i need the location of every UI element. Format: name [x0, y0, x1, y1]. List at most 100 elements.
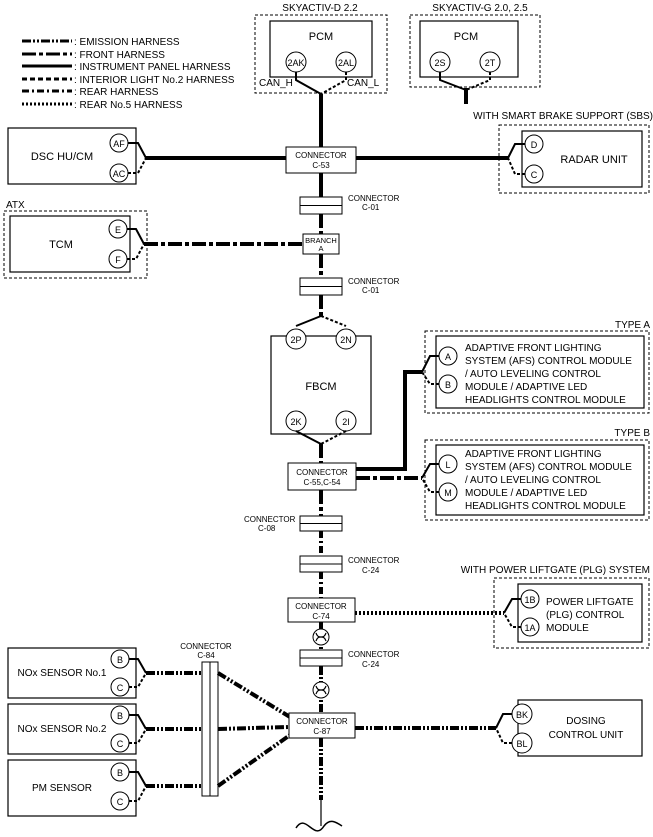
afs-b-line3: / AUTO LEVELING CONTROL [465, 475, 601, 486]
dsc-canl-wire [128, 157, 147, 174]
type-b-label: TYPE B [614, 428, 650, 439]
legend-rear5: : REAR No.5 HARNESS [74, 100, 183, 111]
dsc-canh-wire [128, 142, 147, 159]
pcm-diesel-canh-wire [295, 72, 322, 95]
wire-c55-afs-a [356, 370, 422, 471]
nox1-canl-wire [129, 672, 147, 688]
afs-module-a-box [435, 335, 645, 409]
plg-frame [493, 577, 650, 649]
pin-1a-label: 1A [524, 623, 535, 633]
pin-m-label: M [444, 488, 452, 498]
afs-a-canh-wire [421, 355, 439, 373]
connector-c01-upper-title: CONNECTOR [348, 194, 400, 203]
skyactiv-g-label: SKYACTIV-G 2.0, 2.5 [432, 3, 528, 14]
nox2-canl-wire [129, 728, 147, 744]
legend-emission: : EMISSION HARNESS [74, 37, 180, 48]
pin-2p-label: 2P [290, 335, 301, 345]
fbcm-top-canh-wire [295, 315, 322, 327]
fbcm-bottom-canh-wire [295, 430, 322, 445]
type-a-frame [424, 330, 650, 414]
plg-canl-wire [503, 612, 521, 628]
legend-interior: : INTERIOR LIGHT No.2 HARNESS [74, 75, 235, 86]
fbcm-top-canl-wire [320, 315, 347, 327]
pin-l-label: L [445, 460, 450, 470]
pin-2n [335, 328, 357, 350]
pm-canl-wire [129, 785, 147, 802]
type-a-label: TYPE A [615, 320, 650, 331]
pin-nox2-c-label: C [117, 739, 124, 749]
connector-c01-lower-number: C-01 [362, 286, 380, 295]
fbcm-label: FBCM [305, 381, 336, 393]
connector-c55-title: CONNECTOR [296, 468, 348, 477]
legend-rear: : REAR HARNESS [74, 87, 159, 98]
pin-2n-label: 2N [340, 335, 352, 345]
connector-c74-number: C-74 [312, 612, 330, 621]
plg-module-box [517, 583, 643, 643]
pcm-gasoline-label: PCM [454, 31, 478, 43]
nox-sensor-2-label: NOx SENSOR No.2 [18, 724, 107, 735]
plg-variant-label: WITH POWER LIFTGATE (PLG) SYSTEM [461, 565, 650, 576]
dosing-unit-box [517, 699, 643, 757]
afs-a-line3: / AUTO LEVELING CONTROL [465, 369, 601, 380]
connector-c24-lower-title: CONNECTOR [348, 650, 400, 659]
pin-bk-label: BK [516, 710, 528, 720]
pin-2s-label: 2S [434, 58, 445, 68]
connector-c08-number: C-08 [258, 524, 276, 533]
connector-c53-number: C-53 [312, 161, 330, 170]
connector-c87-number: C-87 [313, 727, 331, 736]
legend-instrument: : INSTRUMENT PANEL HARNESS [74, 62, 231, 73]
pin-2t-label: 2T [485, 58, 496, 68]
nox1-canh-wire [129, 658, 147, 674]
wire-c84-c87-nox2 [217, 725, 290, 731]
wire-c84-c87-pm [216, 733, 292, 788]
afs-b-line5: HEADLIGHTS CONTROL MODULE [465, 501, 626, 512]
pin-pm-c-label: C [117, 797, 124, 807]
atx-label: ATX [6, 200, 25, 211]
afs-a-line4: MODULE / ADAPTIVE LED [465, 382, 587, 393]
plg-canh-wire [503, 598, 521, 614]
connector-c53 [285, 146, 357, 174]
connector-c24-upper-title: CONNECTOR [348, 556, 400, 565]
plg-line3: MODULE [546, 623, 589, 634]
nox-sensor-1-label: NOx SENSOR No.1 [18, 668, 107, 679]
dosing-canl-wire [495, 727, 512, 744]
dosing-canh-wire [495, 713, 512, 729]
wire-c84-c87-nox1 [216, 671, 292, 719]
pcm-diesel-canl-wire [320, 72, 347, 95]
pin-a-label: A [445, 352, 451, 362]
branch-a-title: BRANCH [305, 236, 337, 245]
pin-ac-label: AC [113, 169, 126, 179]
connector-c87-title: CONNECTOR [296, 717, 348, 726]
connector-c87 [288, 712, 356, 739]
pcm-gasoline-box [419, 20, 519, 78]
pin-nox1-b-label: B [117, 655, 123, 665]
pin-f-label: F [115, 255, 121, 265]
twisted-pair-glyph [315, 685, 327, 695]
branch-a-name: A [318, 244, 323, 253]
pin-d-label: D [531, 140, 538, 150]
twisted-pair-glyph [315, 632, 327, 642]
radar-unit-label: RADAR UNIT [560, 154, 628, 166]
pin-bl-label: BL [516, 739, 527, 749]
connector-c84-number: C-84 [197, 651, 215, 660]
afs-b-line4: MODULE / ADAPTIVE LED [465, 488, 587, 499]
connector-c24-lower-number: C-24 [362, 660, 380, 669]
pin-1b-label: 1B [524, 595, 535, 605]
afs-a-canl-wire [421, 371, 439, 385]
connector-c74 [287, 597, 356, 623]
afs-b-canh-wire [421, 463, 439, 479]
radar-canl-wire [507, 157, 525, 175]
afs-a-line1: ADAPTIVE FRONT LIGHTING [465, 343, 602, 354]
can-l-label: CAN_L [347, 78, 380, 89]
pcm-diesel-label: PCM [309, 31, 333, 43]
pin-2i-label: 2I [342, 417, 350, 427]
pcm-diesel-box [269, 20, 373, 78]
pm-sensor-label: PM SENSOR [32, 783, 92, 794]
pin-nox1-c-label: C [117, 683, 124, 693]
radar-canh-wire [507, 143, 525, 159]
legend-front: : FRONT HARNESS [74, 50, 165, 61]
pin-b-label: B [445, 380, 451, 390]
afs-a-line5: HEADLIGHTS CONTROL MODULE [465, 395, 626, 406]
pin-pm-b-label: B [117, 768, 123, 778]
